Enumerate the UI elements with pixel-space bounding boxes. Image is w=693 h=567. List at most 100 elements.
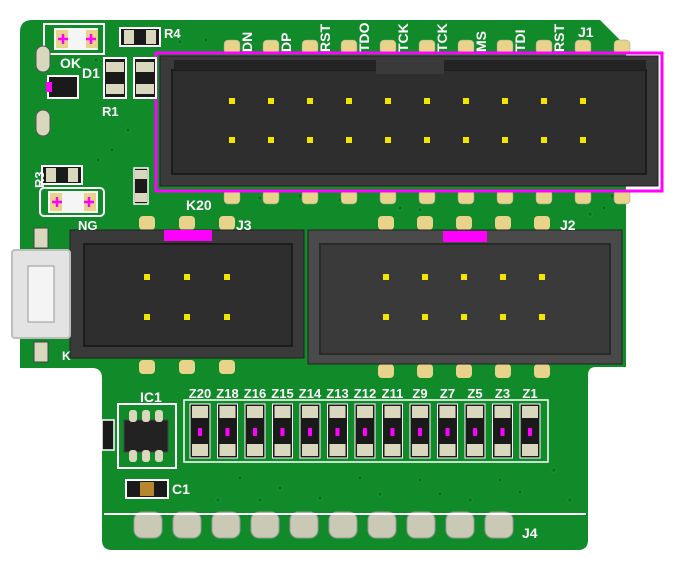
diode-pad bbox=[522, 444, 538, 456]
diode-marker bbox=[308, 428, 312, 436]
diode-label: Z15 bbox=[271, 386, 293, 401]
j2-top-pad bbox=[417, 216, 433, 230]
j1-pin bbox=[385, 98, 391, 104]
j1-pin bbox=[463, 98, 469, 104]
diode-marker bbox=[473, 428, 477, 436]
j2-pins bbox=[383, 274, 545, 320]
switch-pad-top bbox=[33, 227, 49, 249]
ok-label: OK bbox=[60, 55, 81, 71]
diode-pad bbox=[302, 444, 318, 456]
diode-marker bbox=[528, 428, 532, 436]
j1-pin-label: TCK bbox=[395, 23, 411, 52]
j3-pins bbox=[144, 274, 230, 320]
via bbox=[417, 477, 423, 483]
j1-pin bbox=[502, 137, 508, 143]
ic1-pin bbox=[155, 410, 163, 422]
j1-pin-label: TDO bbox=[356, 22, 372, 52]
diode-marker bbox=[335, 428, 340, 436]
diode-pad bbox=[192, 406, 208, 418]
switch-pad-bottom bbox=[33, 341, 49, 363]
via bbox=[517, 489, 523, 495]
diode-label: Z5 bbox=[467, 386, 482, 401]
via bbox=[109, 147, 115, 153]
ic1-pins bbox=[129, 410, 163, 462]
ic1-label: IC1 bbox=[140, 389, 162, 405]
diode-label: Z14 bbox=[299, 386, 322, 401]
r4-pad-left bbox=[124, 30, 134, 44]
j4-pad bbox=[289, 511, 319, 539]
j2-pin bbox=[461, 274, 467, 280]
diode-label: Z13 bbox=[326, 386, 348, 401]
k20-label: K20 bbox=[186, 197, 212, 213]
diode-pad bbox=[439, 444, 456, 456]
via bbox=[297, 193, 303, 199]
diode-label: Z12 bbox=[354, 386, 376, 401]
j1-pins bbox=[229, 98, 586, 143]
diode-pad bbox=[274, 406, 291, 418]
diode-label: Z1 bbox=[522, 386, 537, 401]
diode-pad bbox=[274, 444, 291, 456]
j1-pin bbox=[463, 137, 469, 143]
j3-top-pad bbox=[219, 216, 235, 230]
diode-marker bbox=[225, 428, 230, 436]
via bbox=[93, 57, 99, 63]
j3-pin bbox=[224, 274, 230, 280]
j1-highlight[interactable] bbox=[154, 51, 664, 193]
diode-marker bbox=[280, 428, 285, 436]
j3-header-inner bbox=[83, 243, 293, 347]
via bbox=[237, 475, 243, 481]
k-label: K bbox=[62, 349, 71, 363]
j2-header-inner bbox=[319, 243, 611, 355]
ic1-pin bbox=[129, 410, 137, 422]
ng-label: NG bbox=[78, 218, 98, 233]
ic1-side-cap[interactable] bbox=[101, 419, 115, 451]
j1-key-notch-left bbox=[174, 60, 376, 70]
via bbox=[567, 497, 573, 503]
ic1-pin bbox=[142, 410, 150, 422]
j2-bottom-pad bbox=[495, 364, 511, 378]
j2-label: J2 bbox=[560, 217, 576, 233]
j3-pin bbox=[184, 314, 190, 320]
j3-edge-pads bbox=[139, 216, 235, 374]
diode-marker bbox=[363, 428, 367, 436]
diode-pad bbox=[467, 444, 483, 456]
j1-pin bbox=[385, 137, 391, 143]
j2-pin bbox=[422, 274, 428, 280]
j4-pad bbox=[250, 511, 280, 539]
ic1-chip[interactable] bbox=[123, 419, 169, 453]
ic1-pin bbox=[155, 450, 163, 462]
diode-label: Z3 bbox=[495, 386, 510, 401]
via bbox=[125, 127, 131, 133]
diode-pad bbox=[329, 406, 346, 418]
r4-label: R4 bbox=[164, 26, 181, 41]
diode-pad bbox=[247, 444, 263, 456]
j1-pin bbox=[268, 137, 274, 143]
via bbox=[551, 467, 557, 473]
ic1-outline bbox=[117, 403, 177, 469]
j3-pin bbox=[144, 274, 150, 280]
j1-pin bbox=[580, 98, 586, 104]
j1-pin bbox=[346, 98, 352, 104]
j1-pin-label: RST bbox=[551, 24, 567, 52]
via bbox=[257, 195, 263, 201]
d1-diode[interactable] bbox=[47, 75, 79, 99]
diode-pad bbox=[302, 406, 318, 418]
j4-pad bbox=[406, 511, 436, 539]
pushbutton-cap bbox=[27, 265, 55, 323]
diode-pad bbox=[384, 444, 401, 456]
diode-pad bbox=[412, 406, 428, 418]
diode-pad bbox=[247, 406, 263, 418]
j3-pin bbox=[224, 314, 230, 320]
c1-body bbox=[140, 482, 154, 496]
r1-pad-top bbox=[106, 62, 124, 72]
j3-bottom-pad bbox=[179, 360, 195, 374]
j4-pad bbox=[211, 511, 241, 539]
small-cap-pad-bottom bbox=[135, 193, 147, 202]
via bbox=[609, 193, 615, 199]
j3-top-pad bbox=[179, 216, 195, 230]
d1-pad-left bbox=[46, 82, 52, 92]
diode-label: Z16 bbox=[244, 386, 266, 401]
j2-key-mark bbox=[443, 231, 487, 242]
j4-edge-pads bbox=[133, 511, 514, 539]
